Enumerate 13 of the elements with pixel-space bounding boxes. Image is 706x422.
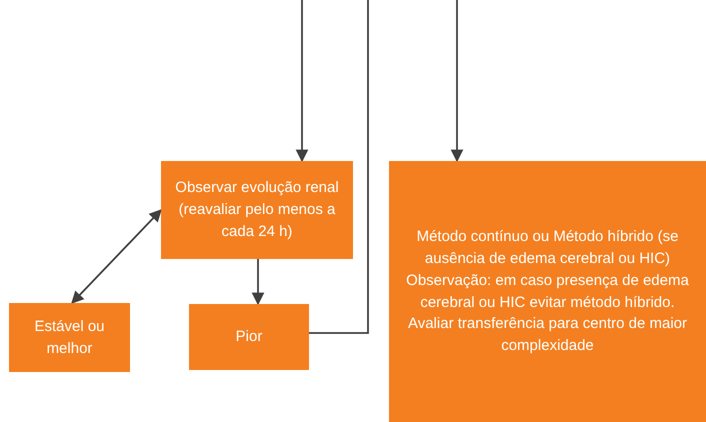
arrow [71, 209, 162, 304]
arrow [450, 0, 464, 162]
arrow [296, 0, 308, 162]
box-text: Pior [236, 327, 262, 348]
box-text: Estável ou melhor [33, 316, 106, 358]
box-text: Método contínuo ou Método híbrido (se ausência de edema cerebral ou HIC) [416, 227, 680, 269]
arrow [252, 259, 264, 306]
process-box [9, 303, 130, 372]
process-box [389, 161, 706, 422]
box-text: Observar evolução renal (reavaliar pelo menos a cada 24 h) [174, 178, 340, 242]
box-text: Observação: em caso presença de edema cerebral ou HIC evitar método híbrido. Avaliar transferência para centro de maior complexidade [405, 270, 690, 356]
process-box [161, 161, 353, 259]
process-box [189, 304, 309, 370]
